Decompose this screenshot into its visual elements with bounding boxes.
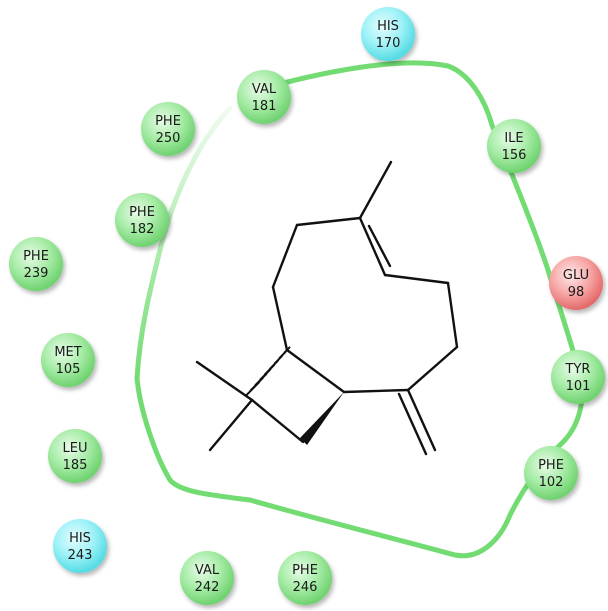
glu-98-bubble [549,256,603,310]
residue-phe-102: PHE 102 [524,446,578,500]
methylene-bond-outer [406,388,437,452]
residue-name: HIS [377,19,399,34]
residue-name: PHE [292,563,318,578]
val-181-bubble [237,70,291,124]
residue-name: VAL [195,563,220,578]
residue-leu-185: LEU 185 [48,429,102,483]
residue-name: VAL [252,82,277,97]
phe-250-bubble [141,102,195,156]
residue-phe-250: PHE 250 [141,102,195,156]
tyr-101-bubble [551,350,605,404]
residue-number: 243 [68,548,93,563]
pocket-outline [134,60,585,559]
methyl-bond [358,160,393,220]
gem-methyl-bond [195,360,254,402]
residue-number: 250 [156,131,181,146]
residue-number: 101 [566,379,591,394]
residue-number: 105 [56,362,81,377]
ring-bond [342,388,410,394]
residue-number: 156 [502,148,527,163]
residue-name: PHE [538,458,564,473]
gem-methyl-bond [208,398,254,452]
ring-bond [295,216,362,227]
residue-ile-156: ILE 156 [487,119,541,173]
methylene-bond-inner [397,392,428,456]
residue-number: 182 [130,222,155,237]
residue-glu-98: GLU 98 [549,256,603,310]
double-bond-inner [367,224,392,268]
ligand-structure [195,160,459,456]
phe-102-bubble [524,446,578,500]
solid-wedge [300,392,344,445]
residue-name: ILE [504,131,523,146]
hashed-wedge [244,346,291,397]
residue-val-181: VAL 181 [237,70,291,124]
ile-156-bubble [487,119,541,173]
residue-name: TYR [565,362,591,377]
residue-name: MET [54,345,81,360]
residue-name: LEU [63,441,88,456]
residue-number: 170 [376,36,401,51]
phe-239-bubble [9,237,63,291]
residue-name: PHE [129,205,155,220]
residue-tyr-101: TYR 101 [551,350,605,404]
residue-number: 102 [539,475,564,490]
residue-number: 185 [63,458,88,473]
ring-bond [383,273,450,285]
his-170-bubble [361,7,415,61]
residue-his-170: HIS 170 [361,7,415,61]
phe-246-bubble [278,551,332,605]
ring-bond [271,223,299,289]
residue-phe-246: PHE 246 [278,551,332,605]
double-bond-outer [358,216,387,277]
residue-met-105: MET 105 [41,333,95,387]
residue-number: 98 [568,285,585,300]
val-242-bubble [180,551,234,605]
leu-185-bubble [48,429,102,483]
fusion-bond [285,348,346,394]
residue-name: PHE [23,249,49,264]
residue-phe-239: PHE 239 [9,237,63,291]
ring-bond [271,285,289,352]
residue-number: 242 [195,580,220,595]
residue-number: 181 [252,99,277,114]
ring-bond [446,281,459,349]
his-243-bubble [53,519,107,573]
phe-182-bubble [115,193,169,247]
met-105-bubble [41,333,95,387]
cyclobutane-bond [250,398,305,444]
ring-bond [406,345,459,392]
residue-name: PHE [155,114,181,129]
residue-number: 239 [24,266,49,281]
residue-his-243: HIS 243 [53,519,107,573]
residue-layer: HIS 170 VAL 181 PHE 250 ILE 156 PHE 182 … [9,7,605,605]
residue-number: 246 [293,580,318,595]
residue-val-242: VAL 242 [180,551,234,605]
residue-name: HIS [69,531,91,546]
residue-phe-182: PHE 182 [115,193,169,247]
residue-name: GLU [563,268,589,283]
